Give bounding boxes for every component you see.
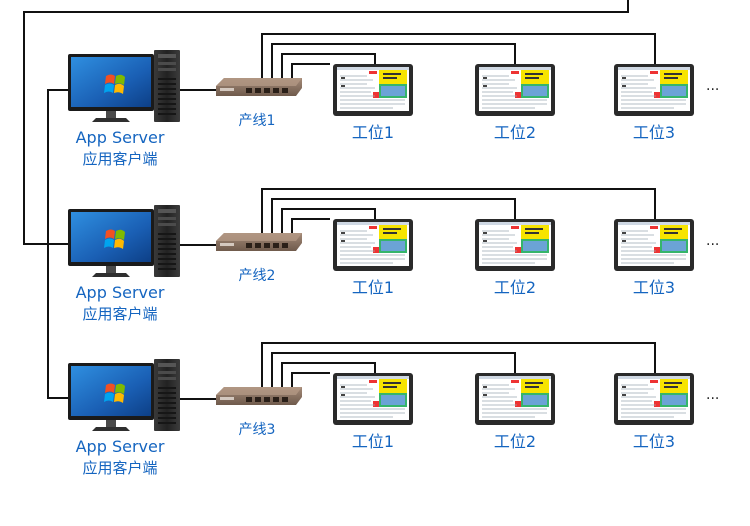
client-label: 应用客户端 (82, 305, 157, 323)
station-1-label: 工位1 (352, 123, 394, 142)
cable-to-station-3 (261, 342, 656, 389)
production-row-2: App Server 应用客户端 产线2 工位1 工位2 工位3... (68, 188, 719, 323)
cable-stub (291, 63, 330, 80)
network-switch-icon (216, 78, 302, 96)
station-2-tablet-icon (474, 63, 556, 117)
cable-to-station-1 (281, 53, 376, 80)
station-cables (180, 188, 656, 246)
server-pc-icon (68, 359, 180, 431)
station-2-label: 工位2 (494, 278, 536, 297)
cable-stub (291, 372, 330, 389)
cable-to-station-2 (271, 198, 516, 235)
backbone-wiring (23, 0, 629, 399)
station-3-label: 工位3 (633, 123, 675, 142)
station-1-tablet-icon (332, 218, 414, 272)
station-3-label: 工位3 (633, 432, 675, 451)
cable-to-station-3 (261, 33, 656, 80)
cable-to-station-1 (281, 208, 376, 235)
station-cables (180, 33, 656, 91)
station-2-tablet-icon (474, 218, 556, 272)
cable-to-station-2 (271, 352, 516, 389)
station-3-tablet-icon (613, 372, 695, 426)
server-label: App Server (76, 437, 165, 456)
production-line-label: 产线1 (239, 113, 276, 129)
more-stations-ellipsis: ... (706, 387, 719, 403)
server-pc-icon (68, 50, 180, 122)
production-row-3: App Server 应用客户端 产线3 工位1 工位2 工位3... (68, 342, 719, 477)
server-label: App Server (76, 283, 165, 302)
cable-to-station-3 (261, 188, 656, 235)
production-line-label: 产线2 (239, 268, 276, 284)
more-stations-ellipsis: ... (706, 233, 719, 249)
server-pc-icon (68, 205, 180, 277)
station-1-tablet-icon (332, 63, 414, 117)
cable-to-station-1 (281, 362, 376, 389)
station-3-label: 工位3 (633, 278, 675, 297)
station-2-label: 工位2 (494, 123, 536, 142)
station-2-label: 工位2 (494, 432, 536, 451)
network-switch-icon (216, 233, 302, 251)
station-3-tablet-icon (613, 218, 695, 272)
cable-stub (291, 218, 330, 235)
network-switch-icon (216, 387, 302, 405)
backbone-cable (23, 0, 629, 245)
station-1-tablet-icon (332, 372, 414, 426)
more-stations-ellipsis: ... (706, 78, 719, 94)
cable-to-station-2 (271, 43, 516, 80)
server-trunk-cable (47, 89, 70, 399)
production-row-1: App Server 应用客户端 产线1 工位1 工位2 工位3... (68, 33, 719, 168)
client-label: 应用客户端 (82, 150, 157, 168)
client-label: 应用客户端 (82, 459, 157, 477)
station-3-tablet-icon (613, 63, 695, 117)
server-label: App Server (76, 128, 165, 147)
production-line-label: 产线3 (239, 422, 276, 438)
station-1-label: 工位1 (352, 432, 394, 451)
station-1-label: 工位1 (352, 278, 394, 297)
station-cables (180, 342, 656, 400)
station-2-tablet-icon (474, 372, 556, 426)
